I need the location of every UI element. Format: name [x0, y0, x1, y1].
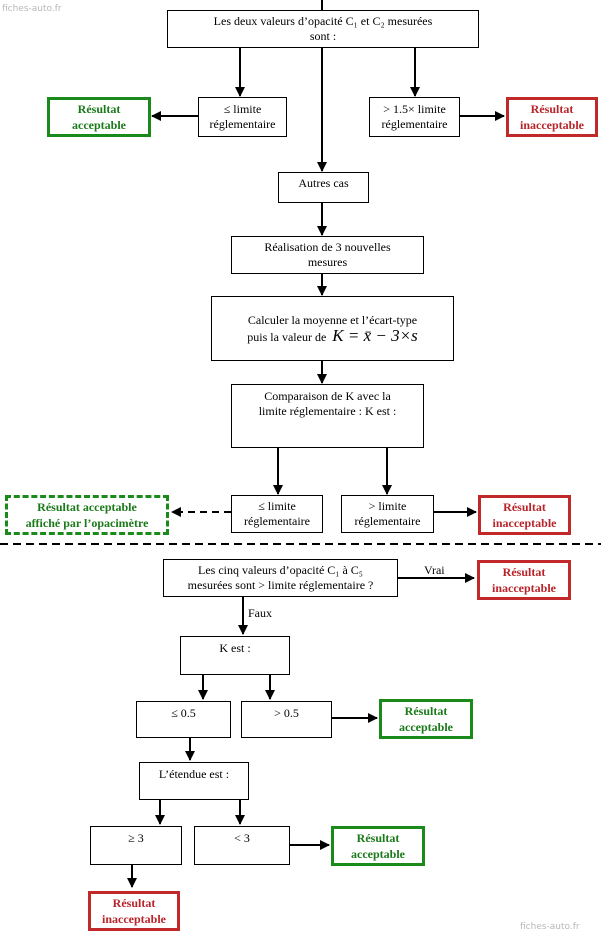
result-acceptable-2: Résultat acceptable — [379, 699, 473, 739]
leq-limit-box-1: ≤ limite réglementaire — [198, 97, 287, 137]
result-acceptable-2-line1: Résultat — [404, 704, 448, 718]
result-inacceptable-4: Résultat inacceptable — [88, 891, 180, 931]
k-formula: K = x̄ − 3×s — [332, 325, 418, 345]
etendue-label: L’étendue est : — [158, 767, 230, 781]
result-inacceptable-4-line2: inacceptable — [102, 912, 166, 926]
leq-05-box: ≤ 0.5 — [136, 701, 231, 738]
result-inacceptable-2: Résultat inacceptable — [478, 495, 571, 535]
calcul-line2: puis la valeur de — [247, 329, 327, 344]
gt-05-label: > 0.5 — [274, 706, 299, 720]
result-acceptable-1: Résultat acceptable — [47, 97, 151, 137]
geq-3-label: ≥ 3 — [128, 831, 144, 845]
gt-limit-box: > limite réglementaire — [341, 495, 434, 533]
leq-limit-1-line1: ≤ limite — [223, 102, 262, 116]
result-inacceptable-3-line2: inacceptable — [492, 581, 556, 595]
opacity-c1-c2-box: Les deux valeurs d’opacité C₁ et C₂ mesu… — [167, 10, 479, 48]
edge-label-vrai: Vrai — [424, 563, 445, 577]
trois-mesures-box: Réalisation de 3 nouvelles mesures — [231, 236, 424, 274]
leq-limit-1-line2: réglementaire — [209, 117, 276, 131]
leq-limit-2-line2: réglementaire — [244, 514, 310, 528]
gt-15-limit-line2: réglementaire — [381, 117, 448, 131]
trois-mesures-line1: Réalisation de 3 nouvelles — [264, 240, 391, 254]
leq-limit-box-2: ≤ limite réglementaire — [231, 495, 323, 533]
opacity-c1-c2-line2: sont : — [309, 29, 337, 43]
lt-3-label: < 3 — [234, 831, 250, 845]
result-acceptable-opacimetre: Résultat acceptable affiché par l’opacim… — [5, 495, 169, 535]
gt-15-limit-line1: > 1.5× limite — [383, 102, 446, 116]
gt-05-box: > 0.5 — [241, 701, 332, 738]
opacity-c1-c2-line1: Les deux valeurs d’opacité C₁ et C₂ mesu… — [213, 14, 433, 28]
comparaison-box: Comparaison de K avec la limite réglemen… — [231, 384, 424, 448]
calcul-box: Calculer la moyenne et l’écart-type puis… — [211, 296, 454, 361]
leq-05-label: ≤ 0.5 — [171, 706, 196, 720]
watermark-top: fiches-auto.fr — [2, 4, 62, 14]
result-inacceptable-1-line1: Résultat — [530, 102, 574, 116]
calcul-line1: Calculer la moyenne et l’écart-type — [247, 312, 418, 327]
cinq-valeurs-box: Les cinq valeurs d’opacité C₁ à C₅ mesur… — [163, 559, 398, 597]
lt-3-box: < 3 — [194, 826, 290, 865]
result-acceptable-opacimetre-line1: Résultat acceptable — [37, 500, 137, 514]
result-acceptable-3-line2: acceptable — [351, 847, 405, 861]
k-est-box: K est : — [180, 636, 290, 675]
leq-limit-2-line1: ≤ limite — [258, 499, 296, 513]
result-inacceptable-3-line1: Résultat — [502, 565, 546, 579]
edge-label-faux: Faux — [248, 606, 272, 620]
calcul-row: puis la valeur de K = x̄ − 3×s — [247, 325, 418, 345]
result-acceptable-2-line2: acceptable — [399, 720, 453, 734]
autres-cas-box: Autres cas — [278, 172, 369, 203]
watermark-bottom: fiches-auto.fr — [520, 922, 580, 932]
result-inacceptable-2-line1: Résultat — [503, 500, 546, 514]
comparaison-line2: limite réglementaire : K est : — [258, 404, 397, 418]
result-inacceptable-1-line2: inacceptable — [520, 118, 584, 132]
autres-cas-label: Autres cas — [298, 176, 349, 190]
result-acceptable-1-line2: acceptable — [72, 118, 126, 132]
cinq-valeurs-line1: Les cinq valeurs d’opacité C₁ à C₅ — [198, 563, 363, 577]
result-acceptable-3: Résultat acceptable — [331, 826, 425, 866]
result-acceptable-opacimetre-line2: affiché par l’opacimètre — [25, 516, 149, 530]
cinq-valeurs-line2: mesurées sont > limite réglementaire ? — [187, 578, 374, 592]
result-inacceptable-4-line1: Résultat — [112, 896, 156, 910]
result-acceptable-3-line1: Résultat — [356, 831, 400, 845]
result-inacceptable-1: Résultat inacceptable — [506, 97, 598, 137]
result-inacceptable-3: Résultat inacceptable — [477, 560, 571, 600]
comparaison-line1: Comparaison de K avec la — [264, 389, 391, 403]
gt-limit-line2: réglementaire — [354, 514, 421, 528]
k-est-label: K est : — [219, 641, 251, 655]
etendue-box: L’étendue est : — [139, 762, 249, 800]
gt-limit-line1: > limite — [368, 499, 407, 513]
gt-15-limit-box: > 1.5× limite réglementaire — [369, 97, 460, 137]
trois-mesures-line2: mesures — [307, 255, 348, 269]
result-inacceptable-2-line2: inacceptable — [492, 516, 557, 530]
result-acceptable-1-line1: Résultat — [77, 102, 121, 116]
geq-3-box: ≥ 3 — [90, 826, 182, 865]
